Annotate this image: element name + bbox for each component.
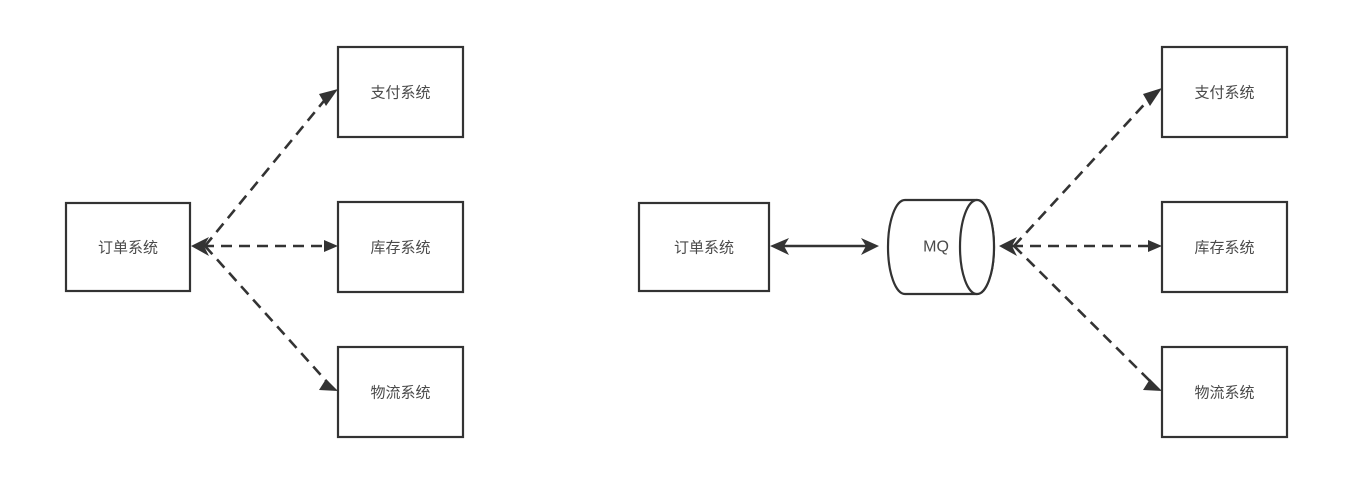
node-box <box>336 345 465 439</box>
left-edge-to-logistics[interactable] <box>204 245 338 391</box>
right-edge-order-to-mq[interactable] <box>770 238 879 255</box>
node-order-system-right[interactable]: 订单系统 <box>637 201 771 293</box>
node-box <box>1160 200 1289 294</box>
left-panel: 订单系统 支付系统 库存系统 物流系统 <box>64 45 465 439</box>
node-inventory-system-right[interactable]: 库存系统 <box>1160 200 1289 294</box>
node-inventory-system-left[interactable]: 库存系统 <box>336 200 465 294</box>
arrowhead-icon <box>861 238 879 255</box>
reverse-arrowhead-icon <box>999 237 1017 256</box>
arrowhead-icon <box>319 89 338 106</box>
right-edge-to-logistics[interactable] <box>1013 245 1162 391</box>
node-box <box>64 201 192 293</box>
node-payment-system-right[interactable]: 支付系统 <box>1160 45 1289 139</box>
cylinder-end-cap <box>958 198 996 296</box>
node-box <box>336 45 465 139</box>
node-mq-broker[interactable]: MQ <box>886 198 996 296</box>
node-logistics-system-right[interactable]: 物流系统 <box>1160 345 1289 439</box>
right-edge-to-payment[interactable] <box>1013 88 1162 247</box>
right-edge-to-inventory[interactable] <box>1012 240 1162 252</box>
arrowhead-icon <box>770 238 789 255</box>
node-box <box>1160 45 1289 139</box>
arrowhead-icon <box>324 240 338 252</box>
left-edge-to-inventory[interactable] <box>203 240 338 252</box>
right-panel: 订单系统 MQ 支付系统 库存系统 物流系统 <box>637 45 1289 439</box>
node-order-system-left[interactable]: 订单系统 <box>64 201 192 293</box>
reverse-arrowhead-icon <box>191 237 209 256</box>
node-box <box>1160 345 1289 439</box>
node-logistics-system-left[interactable]: 物流系统 <box>336 345 465 439</box>
node-box <box>637 201 771 293</box>
arrowhead-icon <box>1143 88 1162 106</box>
node-payment-system-left[interactable]: 支付系统 <box>336 45 465 139</box>
node-label: MQ <box>923 239 949 256</box>
node-box <box>336 200 465 294</box>
left-edge-to-payment[interactable] <box>203 89 338 247</box>
arrowhead-icon <box>319 379 338 391</box>
arrowhead-icon <box>1143 379 1162 391</box>
arrowhead-icon <box>1148 240 1162 252</box>
